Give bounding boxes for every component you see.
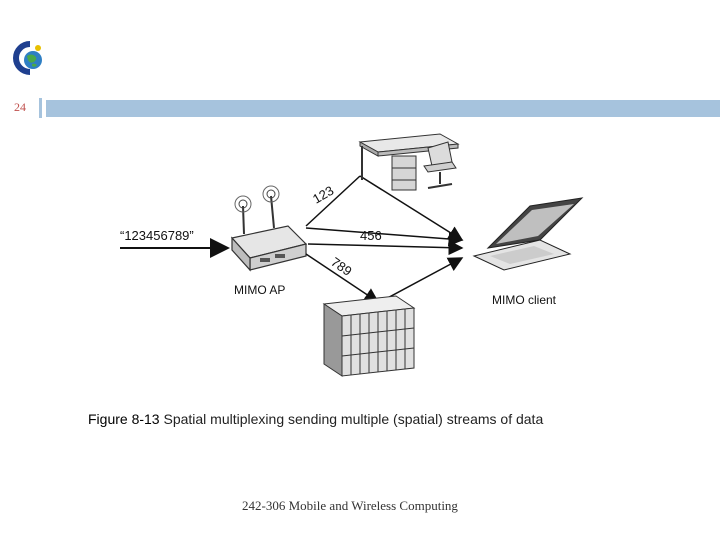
mimo-ap-router-icon (230, 185, 308, 272)
stream-arrow-123 (305, 227, 464, 247)
figure-caption-text: Spatial multiplexing sending multiple (s… (159, 411, 544, 427)
footer-course-title: 242-306 Mobile and Wireless Computing (242, 498, 458, 513)
mimo-ap-label: MIMO AP (234, 283, 285, 297)
stream-label-456: 456 (360, 228, 382, 243)
mimo-diagram: “123456789” MIMO AP 123 456 789 (110, 128, 610, 388)
header-bar (46, 100, 720, 117)
office-chair-icon (423, 141, 457, 189)
stream-arrow-789 (305, 253, 380, 303)
slide-number: 24 (14, 100, 26, 114)
figure-caption: Figure 8-13 Spatial multiplexing sending… (88, 411, 543, 427)
stream-arrow-456 (307, 240, 464, 256)
stream-line-123-up (305, 175, 361, 227)
mimo-client-label: MIMO client (492, 293, 557, 307)
input-string-label: “123456789” (120, 228, 194, 243)
stream-label-789: 789 (328, 254, 354, 279)
slide-number-box (0, 98, 42, 118)
stream-arrow-123-desk (359, 175, 464, 241)
university-logo (8, 40, 48, 76)
figure-label: Figure 8-13 (88, 411, 160, 427)
stream-label-123: 123 (310, 183, 336, 207)
stream-arrow-789-client (379, 257, 464, 303)
laptop-icon (472, 197, 584, 271)
server-rack-icon (322, 295, 416, 377)
